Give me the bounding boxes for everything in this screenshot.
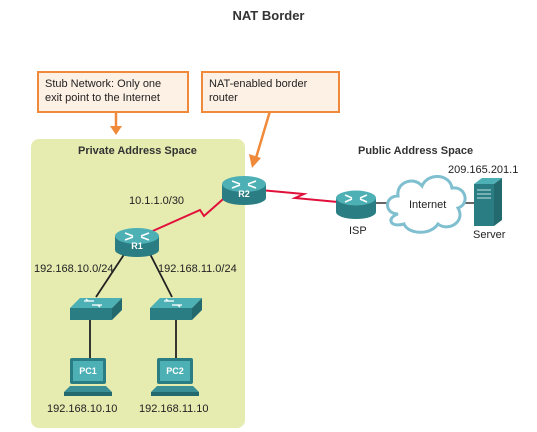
nat-callout-arrow	[249, 110, 272, 168]
internet-cloud-icon	[386, 175, 467, 234]
pc1-ip-address: 192.168.10.10	[47, 403, 118, 415]
router-r2-icon[interactable]	[222, 176, 266, 205]
isp-label: ISP	[349, 225, 367, 237]
diagram-title: NAT Border	[232, 8, 305, 23]
server-label: Server	[473, 229, 506, 241]
pc1-label: PC1	[79, 366, 97, 376]
nat-border-router-callout: NAT-enabled border router	[201, 71, 340, 113]
link-r1-switch1	[95, 249, 128, 298]
lan-pc2-subnet: 192.168.11.0/24	[158, 263, 237, 275]
public-zone-title: Public Address Space	[358, 145, 474, 157]
server-ip-address: 209.165.201.1	[448, 164, 519, 176]
router-r2-label: R2	[238, 189, 250, 199]
stub-network-callout: Stub Network: Only one exit point to the…	[37, 71, 189, 113]
lan-pc1-subnet: 192.168.10.0/24	[34, 263, 114, 275]
router-isp-icon[interactable]	[336, 190, 376, 220]
switch-1-icon[interactable]	[70, 298, 122, 320]
pc2-label: PC2	[166, 366, 184, 376]
pc2-ip-address: 192.168.11.10	[139, 403, 209, 415]
private-zone	[31, 139, 245, 428]
pc2-icon[interactable]	[151, 358, 199, 396]
pc1-icon[interactable]	[64, 358, 112, 396]
stub-callout-arrow	[110, 111, 122, 135]
router-r1-label: R1	[131, 241, 143, 251]
serial-link-r1-r2	[145, 192, 231, 235]
router-r1-icon[interactable]	[115, 228, 159, 257]
private-zone-title: Private Address Space	[78, 145, 197, 157]
switch-2-icon[interactable]	[150, 298, 202, 320]
server-icon[interactable]	[474, 178, 502, 226]
link-r1-r2-subnet: 10.1.1.0/30	[129, 195, 185, 207]
serial-link-r2-isp	[259, 189, 339, 203]
internet-label: Internet	[409, 199, 447, 211]
link-r1-switch2	[147, 249, 173, 298]
